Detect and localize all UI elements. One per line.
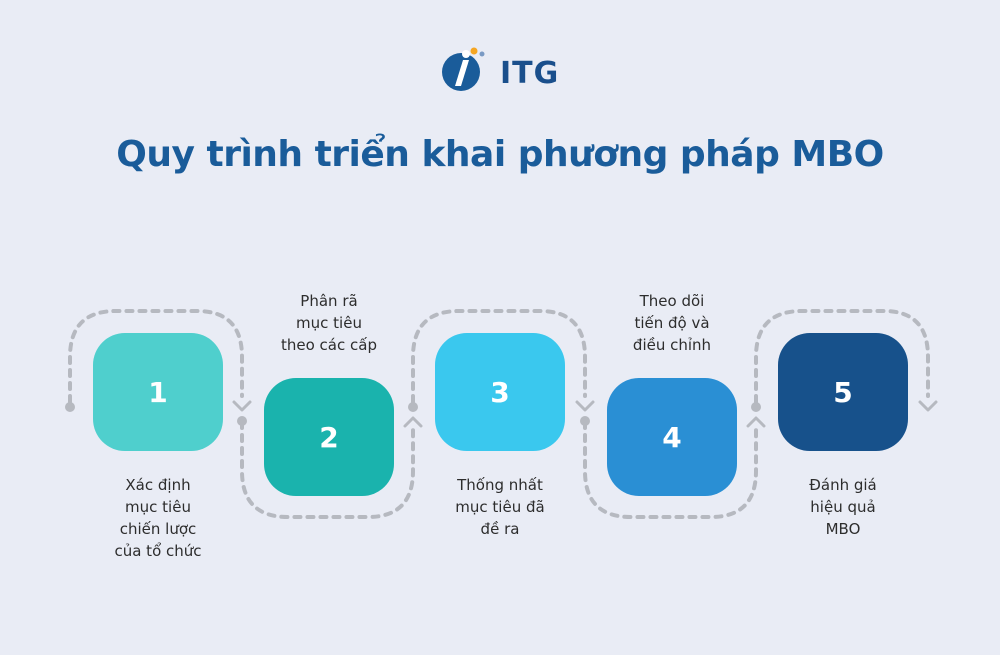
step-4-box: 4 (607, 378, 737, 496)
step-5-box: 5 (778, 333, 908, 451)
step-3-number: 3 (490, 375, 510, 409)
connector-arc-5 (754, 309, 930, 404)
chevron-down-icon (575, 400, 595, 412)
itg-logo-icon (442, 47, 485, 91)
step-1-box: 1 (93, 333, 223, 451)
step-5-label: Đánh giá hiệu quả MBO (809, 476, 877, 538)
step-2-box: 2 (264, 378, 394, 496)
step-1-label: Xác định mục tiêu chiến lược của tổ chức (114, 476, 202, 560)
step-2-label: Phân rã mục tiêu theo các cấp (281, 292, 377, 354)
chevron-up-icon (403, 416, 423, 428)
connector-dot (65, 402, 75, 412)
page-title: Quy trình triển khai phương pháp MBO (116, 134, 884, 175)
step-5-number: 5 (833, 375, 853, 409)
chevron-up-icon (746, 416, 766, 428)
step-2-number: 2 (319, 420, 339, 454)
connector-arc-3 (411, 309, 587, 404)
connector-dot (408, 402, 418, 412)
chevron-down-icon (232, 400, 252, 412)
step-1-number: 1 (148, 375, 168, 409)
chevron-down-icon (918, 400, 938, 412)
brand-name: ITG (500, 56, 560, 91)
connector-dot (237, 416, 247, 426)
connector-arc-1 (68, 309, 244, 404)
step-4-label: Theo dõi tiến độ và điều chỉnh (632, 292, 712, 354)
connector-dot (751, 402, 761, 412)
step-4-number: 4 (662, 420, 682, 454)
step-3-label: Thống nhất mục tiêu đã đề ra (455, 476, 545, 538)
connector-dot (580, 416, 590, 426)
step-3-box: 3 (435, 333, 565, 451)
connector-arc-2 (240, 420, 415, 519)
connector-arc-4 (583, 420, 758, 519)
